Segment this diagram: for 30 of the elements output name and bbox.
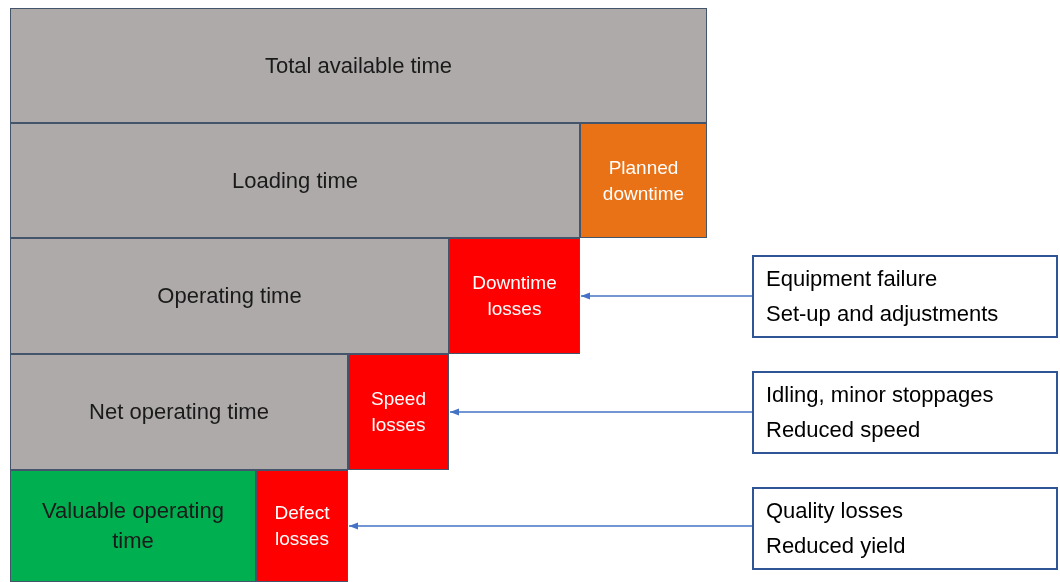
cause-box — [752, 371, 1058, 454]
loss-bar — [449, 238, 580, 354]
time-bar — [10, 123, 580, 238]
node-label: Reduced speed — [766, 415, 921, 444]
node-label: Idling, minor stoppages — [766, 381, 994, 410]
arrow — [449, 408, 753, 416]
node-label: Loading time — [231, 166, 359, 195]
loss-bar — [256, 470, 348, 582]
loss-bar — [348, 354, 449, 470]
node-label: Set-up and adjustments — [766, 299, 999, 328]
loss-bar — [580, 123, 707, 238]
cause-box — [752, 487, 1058, 570]
time-bar — [10, 238, 449, 354]
arrow — [580, 292, 753, 300]
node-label: Defect losses — [273, 501, 331, 551]
cause-box — [752, 255, 1058, 338]
node-label: Equipment failure — [766, 265, 938, 294]
node-label: Total available time — [263, 51, 454, 80]
node-label: Operating time — [156, 282, 303, 311]
node-label: Quality losses — [766, 497, 903, 526]
node-label: Planned downtime — [601, 155, 686, 206]
time-bar — [10, 470, 256, 582]
node-label: Speed losses — [370, 387, 427, 437]
time-bar — [10, 8, 707, 123]
node-label: Downtime losses — [471, 271, 558, 321]
node-label: Net operating time — [88, 398, 270, 427]
node-label: Reduced yield — [766, 531, 906, 560]
arrow — [348, 522, 753, 530]
node-label: Valuable operating time — [41, 497, 225, 555]
time-bar — [10, 354, 348, 470]
